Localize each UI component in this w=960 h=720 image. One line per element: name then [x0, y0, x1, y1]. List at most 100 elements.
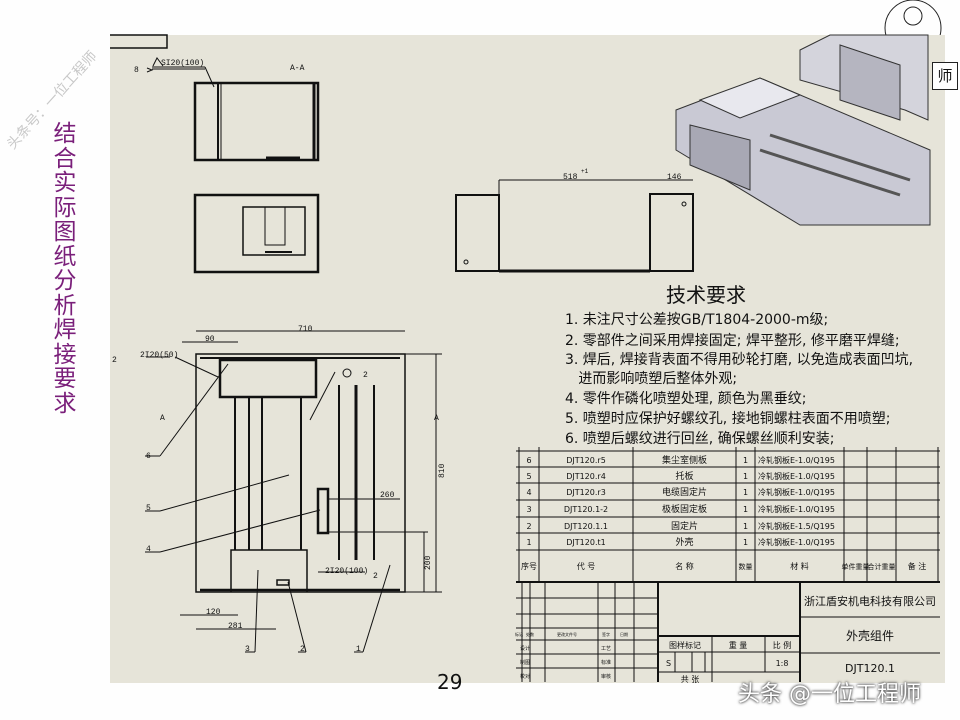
dim-slot-height: 200 — [424, 555, 433, 570]
sign-label: 校对 — [520, 673, 530, 680]
weld-ref: 2 — [363, 371, 368, 380]
weight-label: 重 量 — [729, 640, 748, 650]
frame-corner — [110, 34, 168, 49]
dim-height: 810 — [438, 463, 447, 478]
tech-requirements-title: 技术要求 — [666, 283, 746, 307]
part-name: 外壳组件 — [846, 629, 894, 643]
bom-cell: DJT120.1.1 — [564, 522, 608, 531]
bom-cell: 托板 — [675, 470, 693, 482]
bom-cell: 1 — [526, 538, 531, 547]
footer-watermark: 头条 @一位工程师 — [738, 682, 921, 707]
revision-header: 更改文件号 — [557, 631, 577, 637]
bom-header: 备 注 — [908, 561, 927, 571]
bom-cell: 1 — [743, 472, 748, 481]
balloon-1: 1 — [356, 645, 361, 654]
isometric-view — [675, 34, 931, 226]
slide-title: 结合实际图纸分析焊接要求 — [53, 121, 77, 417]
tech-requirement: 6. 喷塑后螺纹进行回丝, 确保螺丝顺利安装; — [565, 431, 834, 447]
bom-cell: 5 — [526, 472, 531, 481]
dim-slot-pos: 260 — [380, 491, 395, 500]
bom-cell: 1 — [743, 456, 748, 465]
bom-cell: DJT120.r4 — [566, 472, 606, 481]
revision-header: 处数 — [526, 631, 534, 637]
logo-inner-circle-icon — [903, 6, 923, 26]
dim-left-offset: 90 — [205, 335, 215, 344]
title-block: 浙江盾安机电科技有限公司外壳组件 DJT120.1 标记处数 更改文件号 签字 日期设计 工… — [515, 581, 940, 684]
sheet-label: 共 张 — [681, 675, 700, 684]
bom-cell: 6 — [526, 456, 531, 465]
tech-requirements-list: 1. 未注尺寸公差按GB/T1804-2000-m级; 2. 零部件之间采用焊接… — [565, 312, 913, 447]
bom-cell: 1 — [743, 538, 748, 547]
bom-cell: 外壳 — [675, 536, 693, 548]
dim-width: 710 — [298, 325, 313, 334]
bom-header: 代 号 — [577, 561, 596, 571]
dim-bottom-left: 120 — [206, 608, 221, 617]
balloon-6: 6 — [146, 452, 151, 461]
bom-cell: 4 — [526, 488, 531, 497]
balloon-5: 5 — [146, 504, 151, 513]
bom-cell: 1 — [743, 488, 748, 497]
tech-requirement: 1. 未注尺寸公差按GB/T1804-2000-m级; — [565, 312, 828, 328]
scale-value: 1:8 — [776, 659, 789, 668]
bom-cell: 冷轧钢板E-1.0/Q195 — [758, 487, 835, 497]
sign-label: 设计 — [520, 645, 530, 652]
front-view — [145, 330, 442, 653]
corner-text: 师 — [937, 66, 953, 85]
balloon-4: 4 — [146, 545, 151, 554]
bom-header: 单件重量 — [842, 562, 870, 571]
stage-value: S — [666, 659, 671, 668]
sign-label: 工艺 — [601, 646, 611, 652]
dim-bottom-pos: 281 — [228, 622, 243, 631]
balloon-3: 3 — [245, 645, 250, 654]
bom-cell: 冷轧钢板E-1.0/Q195 — [758, 455, 835, 465]
bom-cell: 极板固定板 — [662, 503, 707, 515]
bom-header: 序号 — [521, 561, 537, 571]
corner-tag: 师 — [932, 62, 958, 90]
balloon-2: 2 — [300, 645, 305, 654]
section-marker: A — [434, 414, 439, 423]
stage-label: 图样标记 — [669, 640, 701, 650]
side-view — [455, 179, 694, 273]
dim-side-tol: +1 — [581, 168, 589, 175]
sign-label: 标准 — [601, 659, 611, 666]
bom-header: 合计重量 — [868, 562, 896, 571]
section-marker: A — [160, 414, 165, 423]
bom-cell: 冷轧钢板E-1.5/Q195 — [758, 521, 835, 531]
bom-cell: 2 — [526, 522, 531, 531]
weld-ref: 2 — [373, 572, 378, 581]
company-name: 浙江盾安机电科技有限公司 — [804, 594, 936, 608]
title-block-grid — [516, 581, 940, 682]
scale-label: 比 例 — [773, 640, 792, 650]
bom-cell: 电缆固定片 — [662, 486, 707, 498]
bom-header: 名 称 — [675, 561, 694, 571]
tech-requirement: 4. 零件作磷化喷塑处理, 颜色为黑垂纹; — [565, 390, 806, 407]
bom-cell: 冷轧钢板E-1.0/Q195 — [758, 537, 835, 547]
revision-header: 标记 — [515, 631, 523, 637]
tech-requirement: 3. 焊后, 焊接背表面不得用砂轮打磨, 以免造成表面凹坑, — [565, 351, 913, 368]
revision-header: 签字 — [602, 631, 610, 637]
bom-cell: 集尘室侧板 — [662, 454, 707, 466]
drawing-number: DJT120.1 — [845, 662, 895, 675]
weld-symbol: 2I20(50) — [140, 351, 178, 360]
bom-header: 数量 — [739, 562, 753, 571]
sign-label: 审核 — [601, 673, 611, 680]
bom-cell: 1 — [743, 505, 748, 514]
bom-cell: 3 — [526, 505, 531, 514]
bom-table: 6 DJT120.r5 集尘室侧板 1 冷轧钢板E-1.0/Q195 5 DJT120.r4… — [516, 447, 940, 583]
sign-label: 制图 — [520, 659, 530, 666]
bom-cell: DJT120.t1 — [566, 538, 605, 547]
bom-cell: DJT120.1-2 — [564, 505, 608, 514]
bom-cell: DJT120.r5 — [566, 456, 606, 465]
weld-symbol: SI20(100) — [161, 59, 204, 68]
tech-requirement: 2. 零部件之间采用焊接固定; 焊平整形, 修平磨平焊缝; — [565, 332, 900, 349]
dim-side-right: 146 — [667, 173, 682, 182]
bom-cell: 1 — [743, 522, 748, 531]
tech-requirement: 5. 喷塑时应保护好螺纹孔, 接地铜螺柱表面不用喷塑; — [565, 410, 890, 427]
bottom-view — [193, 193, 320, 274]
page-number: 29 — [437, 670, 463, 694]
weld-ref: 8 — [134, 66, 139, 75]
tech-requirement: 进而影响喷塑后整体外观; — [565, 371, 737, 387]
dim-side-span: 518 — [563, 173, 578, 182]
revision-header: 日期 — [620, 631, 628, 637]
